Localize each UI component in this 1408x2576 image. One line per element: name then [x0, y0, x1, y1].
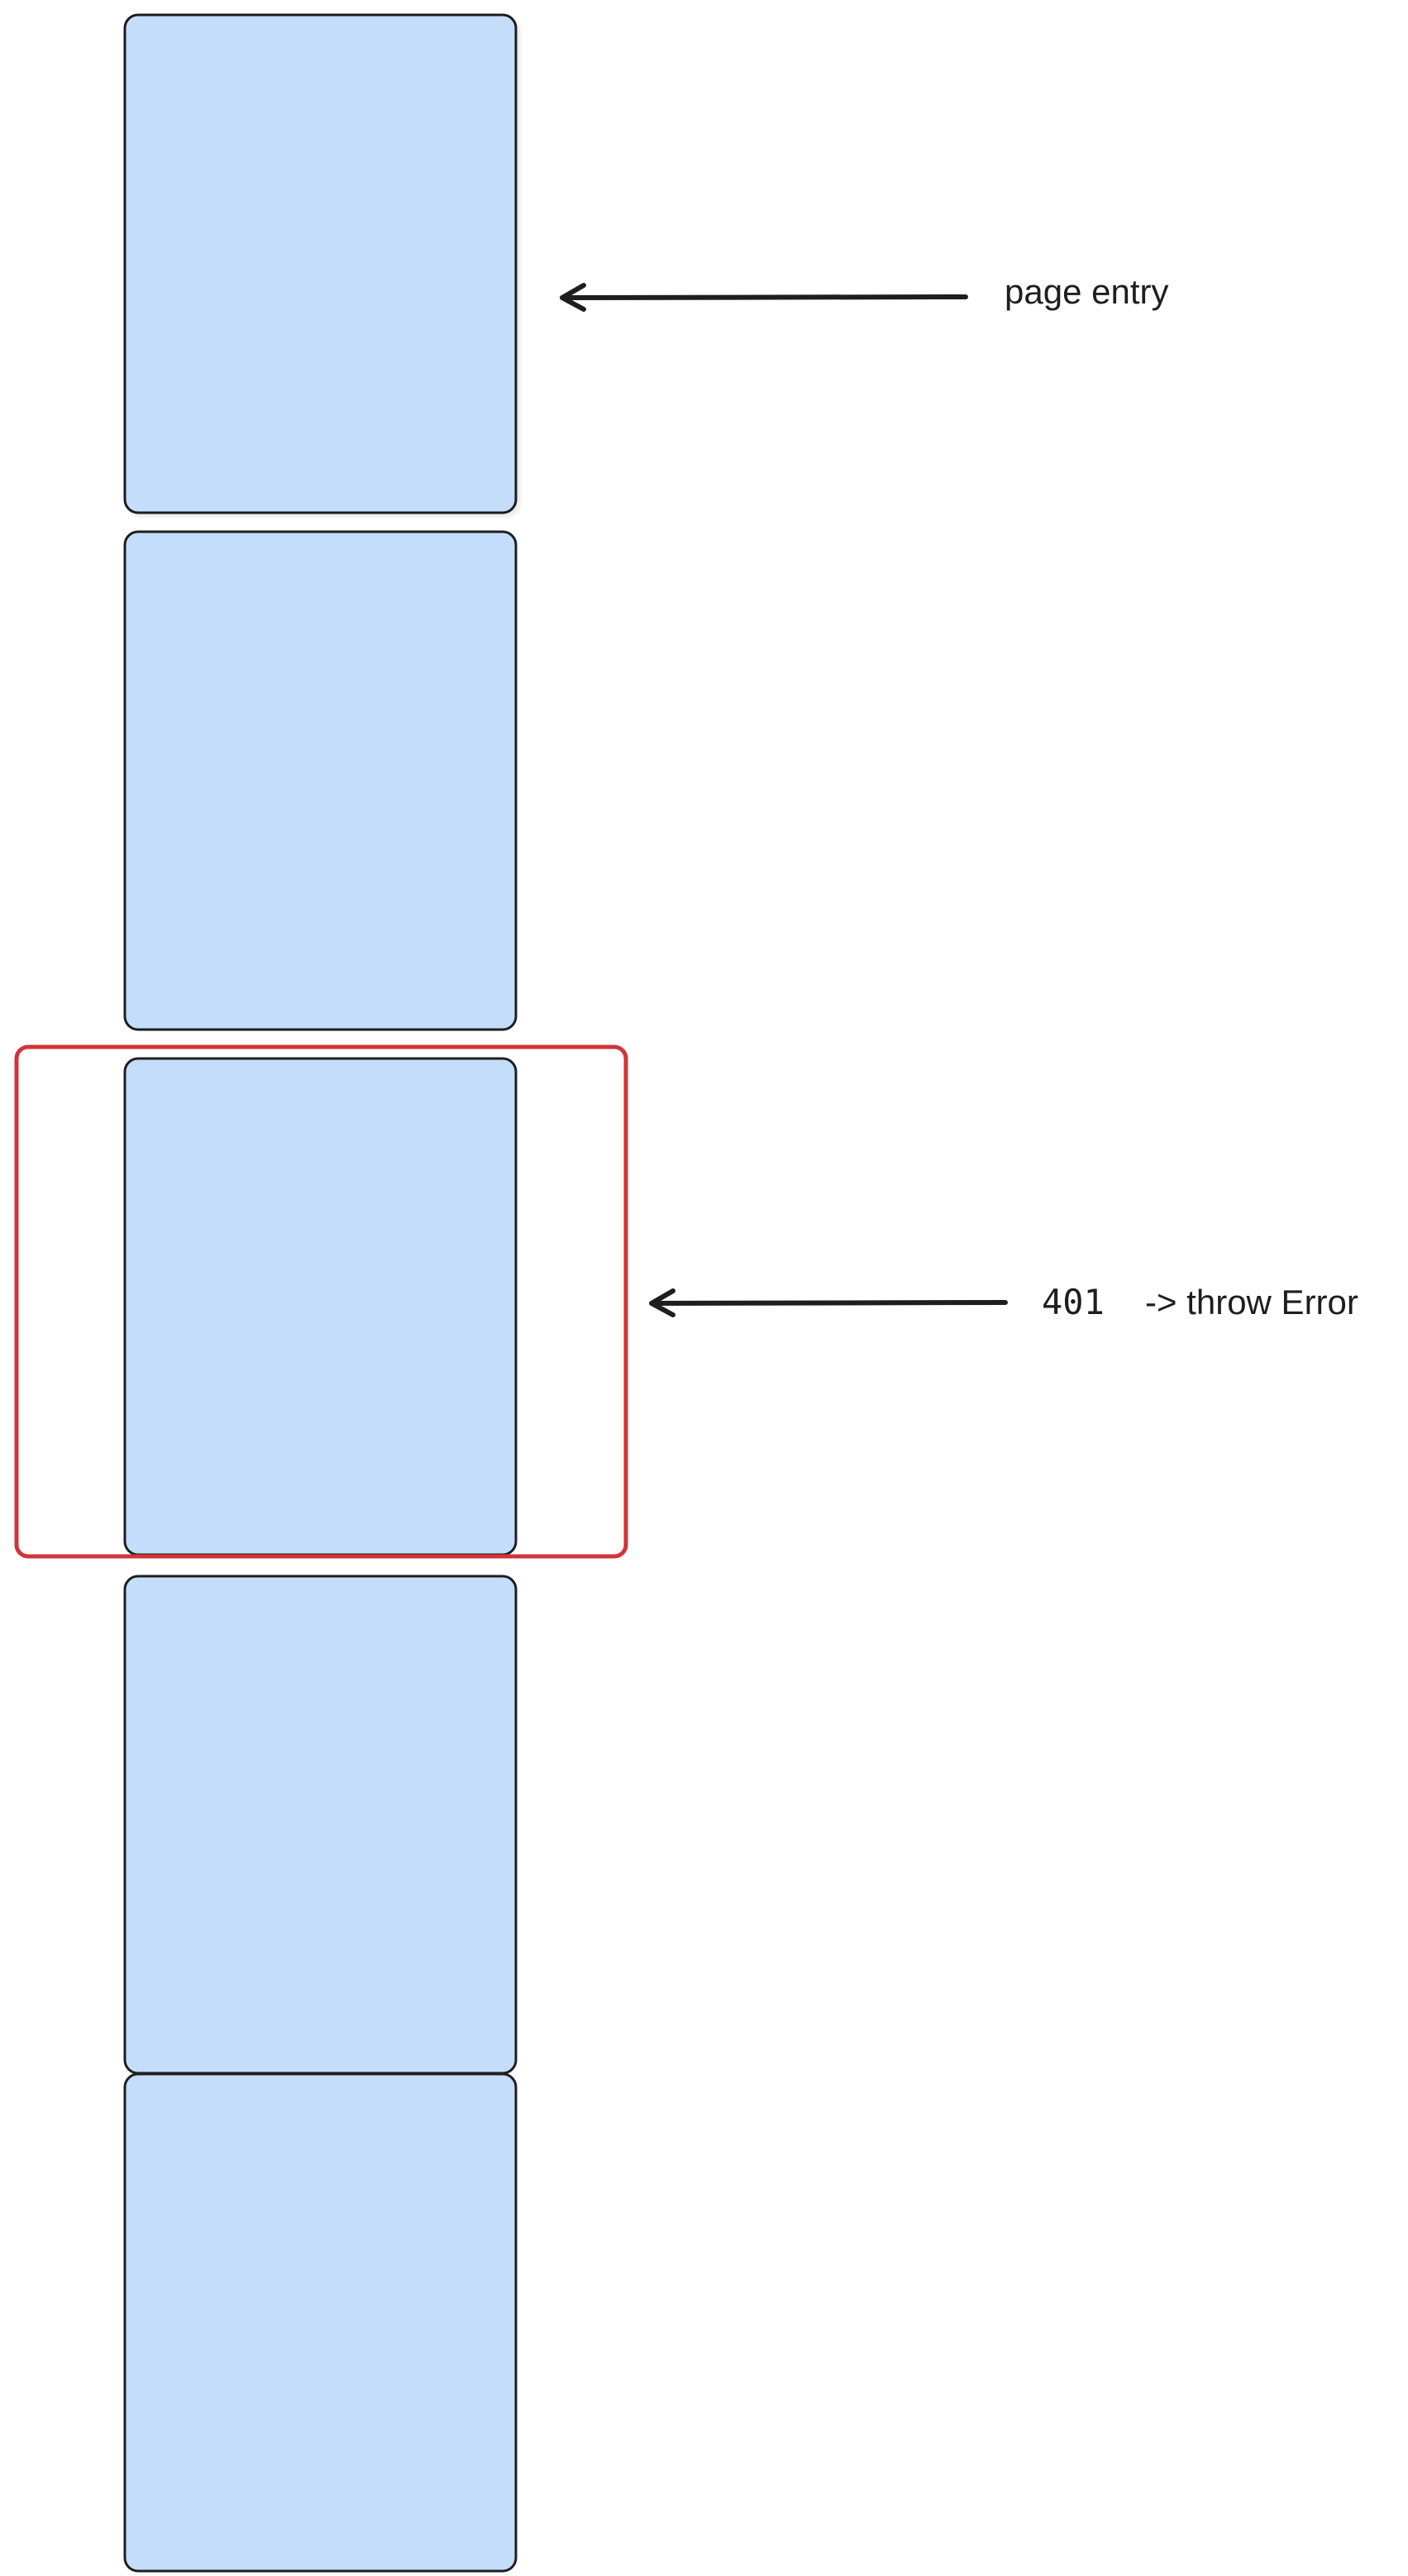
stack-block-5 — [123, 2072, 518, 2573]
stack-block-3 — [123, 1057, 518, 1556]
error-highlight-box — [14, 1044, 628, 1559]
stack-block-2 — [123, 530, 518, 1031]
block-stack — [123, 13, 518, 2573]
page-entry-arrow — [560, 283, 968, 312]
stack-block-1 — [123, 13, 518, 514]
stack-block-4 — [123, 1575, 518, 2075]
error-throw-label: -> throw Error — [1145, 1283, 1358, 1321]
error-code-label: 401 — [1042, 1282, 1105, 1322]
page-entry-label: page entry — [1005, 272, 1168, 311]
error-arrow — [649, 1288, 1008, 1317]
